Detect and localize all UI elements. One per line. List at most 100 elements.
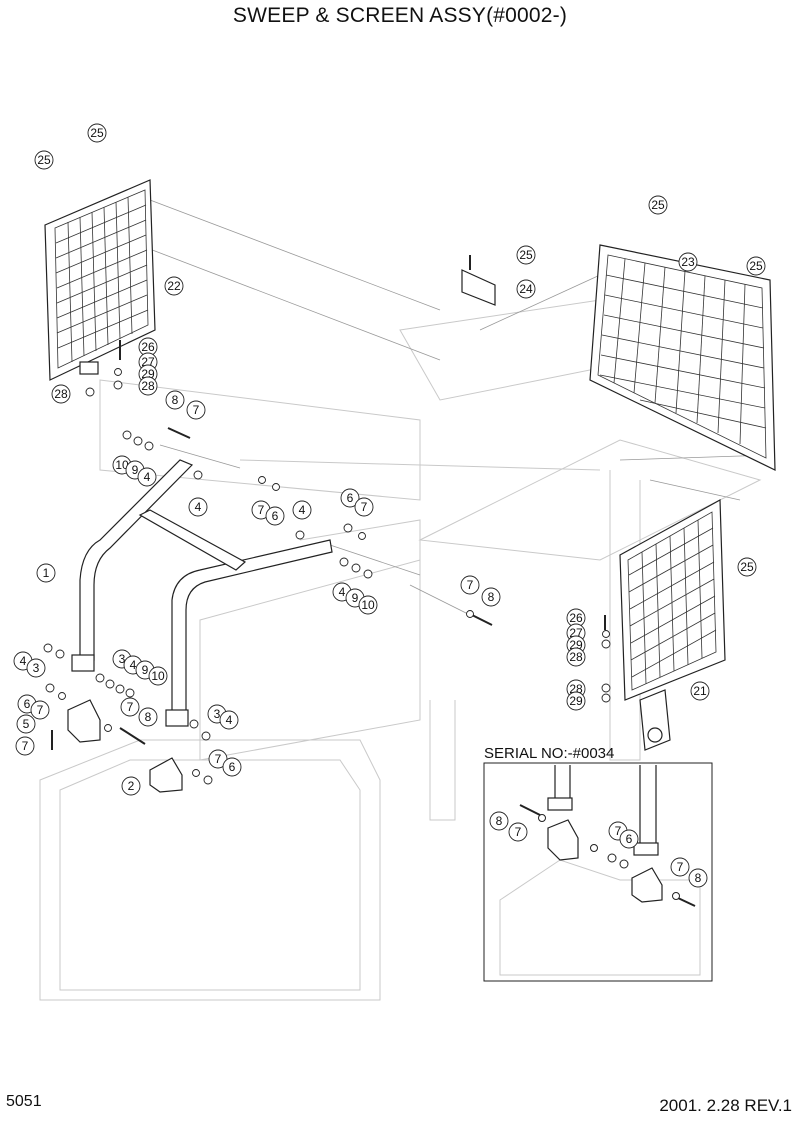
callout-4c: 4 bbox=[292, 500, 312, 520]
svg-text:3: 3 bbox=[214, 707, 221, 721]
svg-text:8: 8 bbox=[695, 871, 702, 885]
svg-text:28: 28 bbox=[569, 650, 583, 664]
callout-6e: 6 bbox=[619, 829, 639, 849]
svg-text:6: 6 bbox=[24, 697, 31, 711]
svg-text:10: 10 bbox=[151, 669, 165, 683]
svg-text:6: 6 bbox=[272, 509, 279, 523]
svg-text:26: 26 bbox=[569, 611, 583, 625]
svg-text:4: 4 bbox=[299, 503, 306, 517]
callout-21: 21 bbox=[690, 681, 710, 701]
callout-25f: 25 bbox=[737, 557, 757, 577]
callout-25e: 25 bbox=[746, 256, 766, 276]
svg-text:26: 26 bbox=[141, 340, 155, 354]
svg-text:10: 10 bbox=[115, 458, 129, 472]
svg-text:8: 8 bbox=[145, 710, 152, 724]
callout-28b: 28 bbox=[51, 384, 71, 404]
callout-23: 23 bbox=[678, 252, 698, 272]
svg-text:25: 25 bbox=[90, 126, 104, 140]
callout-8d: 8 bbox=[489, 811, 509, 831]
bolt-set bbox=[51, 340, 606, 750]
svg-text:7: 7 bbox=[467, 578, 474, 592]
svg-text:7: 7 bbox=[515, 825, 522, 839]
callout-25b: 25 bbox=[34, 150, 54, 170]
right-screen bbox=[589, 244, 776, 471]
svg-text:6: 6 bbox=[626, 832, 633, 846]
svg-text:28: 28 bbox=[54, 387, 68, 401]
svg-text:25: 25 bbox=[740, 560, 754, 574]
washer-set bbox=[43, 368, 611, 785]
svg-text:23: 23 bbox=[681, 255, 695, 269]
callout-7d: 7 bbox=[460, 575, 480, 595]
callout-4a: 4 bbox=[137, 467, 157, 487]
svg-text:8: 8 bbox=[172, 393, 179, 407]
svg-text:7: 7 bbox=[258, 503, 265, 517]
svg-text:5: 5 bbox=[23, 717, 30, 731]
callout-7e: 7 bbox=[30, 700, 50, 720]
callout-7k: 7 bbox=[670, 857, 690, 877]
callout-6a: 6 bbox=[265, 506, 285, 526]
callout-1: 1 bbox=[36, 563, 56, 583]
svg-text:3: 3 bbox=[119, 652, 126, 666]
callout-8a: 8 bbox=[165, 390, 185, 410]
svg-text:9: 9 bbox=[142, 663, 149, 677]
page-title: SWEEP & SCREEN ASSY(#0002-) bbox=[232, 4, 568, 27]
svg-text:25: 25 bbox=[37, 153, 51, 167]
mount-bracket-right bbox=[149, 757, 183, 793]
svg-text:1: 1 bbox=[43, 566, 50, 580]
svg-text:4: 4 bbox=[20, 654, 27, 668]
svg-text:25: 25 bbox=[749, 259, 763, 273]
svg-text:7: 7 bbox=[361, 500, 368, 514]
callout-7i: 7 bbox=[508, 822, 528, 842]
callout-24: 24 bbox=[516, 279, 536, 299]
serial-range-label: SERIAL NO:-#0034 bbox=[484, 745, 615, 762]
svg-text:6: 6 bbox=[347, 491, 354, 505]
callout-4g: 4 bbox=[219, 710, 239, 730]
callout-6d: 6 bbox=[222, 757, 242, 777]
svg-text:4: 4 bbox=[339, 585, 346, 599]
callout-3a: 3 bbox=[26, 658, 46, 678]
svg-text:4: 4 bbox=[130, 658, 137, 672]
svg-text:28: 28 bbox=[141, 379, 155, 393]
svg-text:10: 10 bbox=[361, 598, 375, 612]
leader-lines bbox=[99, 199, 771, 616]
svg-text:6: 6 bbox=[229, 760, 236, 774]
svg-text:2: 2 bbox=[128, 779, 135, 793]
callout-7a: 7 bbox=[186, 400, 206, 420]
page-number: 5051 bbox=[6, 1093, 42, 1110]
svg-text:25: 25 bbox=[519, 248, 533, 262]
callout-10b: 10 bbox=[358, 595, 378, 615]
callout-26b: 26 bbox=[566, 608, 586, 628]
callout-25a: 25 bbox=[87, 123, 107, 143]
svg-text:24: 24 bbox=[519, 282, 533, 296]
front-screen bbox=[619, 499, 726, 751]
svg-text:21: 21 bbox=[693, 684, 707, 698]
svg-text:22: 22 bbox=[167, 279, 181, 293]
callout-28a: 28 bbox=[138, 376, 158, 396]
callout-8b: 8 bbox=[481, 587, 501, 607]
svg-text:9: 9 bbox=[352, 591, 359, 605]
sweep-frame bbox=[71, 459, 333, 727]
svg-text:7: 7 bbox=[677, 860, 684, 874]
callout-7c: 7 bbox=[354, 497, 374, 517]
svg-text:7: 7 bbox=[215, 752, 222, 766]
svg-text:3: 3 bbox=[33, 661, 40, 675]
svg-text:25: 25 bbox=[651, 198, 665, 212]
svg-text:4: 4 bbox=[226, 713, 233, 727]
svg-text:8: 8 bbox=[496, 814, 503, 828]
svg-text:7: 7 bbox=[37, 703, 44, 717]
callout-4b: 4 bbox=[188, 497, 208, 517]
svg-text:9: 9 bbox=[132, 463, 139, 477]
callout-6b: 6 bbox=[340, 488, 360, 508]
svg-text:29: 29 bbox=[569, 694, 583, 708]
inset-detail bbox=[499, 765, 701, 976]
callout-7g: 7 bbox=[15, 736, 35, 756]
callout-25c: 25 bbox=[516, 245, 536, 265]
callout-group: 25 25 22 26 2 7 29 28 28 25 24 25 23 25 8… bbox=[13, 123, 766, 888]
revision-date: 2001. 2.28 REV.1 bbox=[659, 1096, 792, 1115]
callout-10c: 10 bbox=[148, 666, 168, 686]
bracket bbox=[461, 269, 496, 306]
callout-8c: 8 bbox=[138, 707, 158, 727]
callout-2: 2 bbox=[121, 776, 141, 796]
callout-22: 22 bbox=[164, 276, 184, 296]
